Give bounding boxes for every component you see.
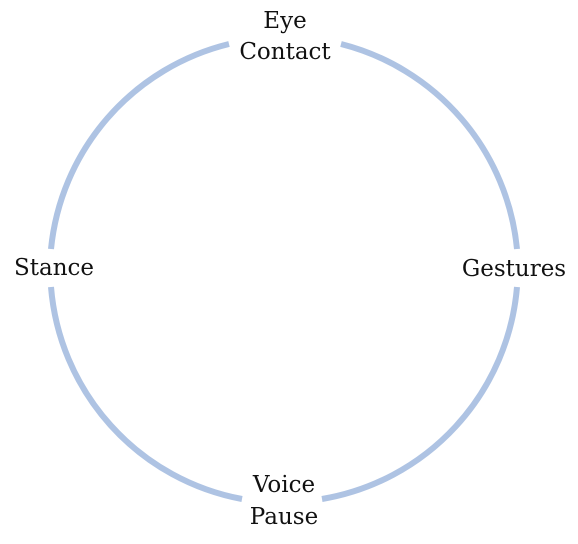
arc-gestures-to-voice-pause [321, 286, 520, 502]
node-label-line: Voice [252, 472, 315, 498]
node-gestures: Gestures [462, 256, 566, 282]
node-voice-pause: Voice Pause [250, 472, 318, 530]
node-label-line: Eye [263, 8, 306, 34]
arc-stance-to-eye-contact [48, 41, 230, 250]
cycle-ring [48, 41, 520, 502]
arc-voice-pause-to-stance [48, 286, 243, 502]
node-eye-contact: Eye Contact [239, 8, 331, 65]
node-stance: Stance [14, 255, 94, 281]
node-label-line: Contact [239, 39, 331, 65]
arc-eye-contact-to-gestures [340, 41, 520, 250]
node-label-line: Pause [250, 504, 318, 530]
node-label-line: Gestures [462, 256, 566, 282]
node-label-line: Stance [14, 255, 94, 281]
